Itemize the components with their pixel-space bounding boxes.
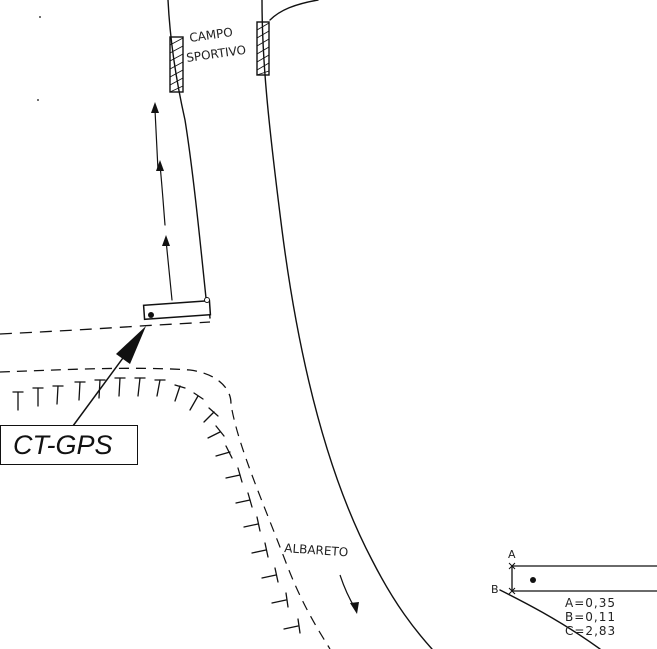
dimension-marker-a: A (508, 548, 516, 561)
albareto-direction-arrowhead (350, 602, 359, 614)
dimension-diagram (508, 562, 657, 595)
road-edge-right (499, 589, 601, 649)
dashed-embankment-inner (231, 409, 331, 649)
route-dash-1 (154, 109, 159, 171)
embankment-ticks (12, 377, 301, 634)
field-post-right (256, 21, 270, 76)
road-curve-top (269, 0, 319, 21)
stray-dot-2 (37, 99, 39, 101)
label-sportivo: SPORTIVO (185, 43, 246, 65)
route-arrow-1 (151, 102, 159, 113)
ct-gps-label: CT-GPS (13, 429, 113, 460)
ct-gps-label-box: CT-GPS (0, 425, 138, 465)
label-albareto: ALBARETO (284, 541, 349, 559)
route-arrow-2 (156, 160, 164, 171)
dimension-b-value: B=0,11 (565, 610, 617, 624)
ct-gps-pointer-arrowhead (116, 326, 146, 364)
field-post-left (169, 36, 184, 93)
gps-device (142, 297, 212, 321)
dimension-c-value: C=2,83 (565, 624, 617, 638)
track-line-left (167, 0, 207, 299)
route-dash-3 (165, 239, 173, 301)
label-campo: CAMPO (188, 25, 233, 45)
road-edge-left (261, 0, 433, 649)
dashed-road-left (0, 321, 211, 335)
route-dash-2 (159, 164, 166, 226)
stray-dot-1 (39, 16, 41, 18)
dimension-a-value: A=0,35 (565, 596, 616, 610)
route-arrow-3 (162, 235, 170, 246)
dimension-values: A=0,35 B=0,11 C=2,83 (565, 596, 616, 638)
dashed-embankment-top (0, 367, 232, 411)
dimension-marker-b: B (491, 583, 499, 596)
